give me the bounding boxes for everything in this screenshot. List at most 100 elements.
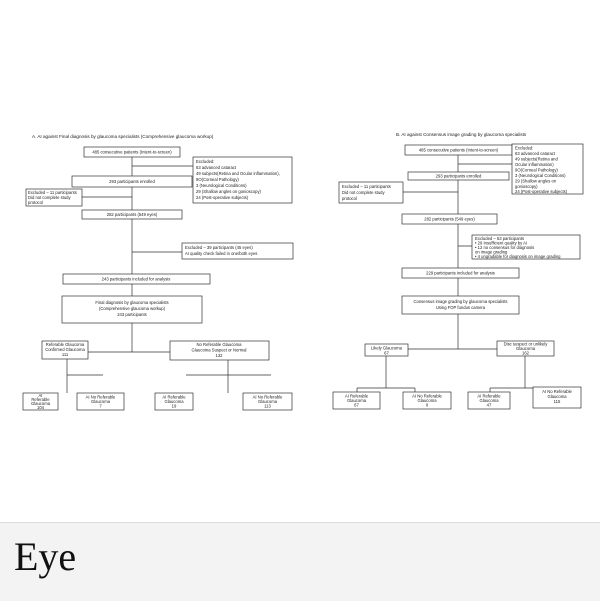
- panel-a-leaf-2-line: 7: [99, 404, 102, 409]
- panel-b-excluded-line: Excluded:: [515, 146, 533, 151]
- panel-a-excluded-protocol-box: [25, 188, 83, 207]
- panel-b-excluded-line: 49 subjects(Retina and: [515, 157, 559, 162]
- panel-b-excluded-line: 9O(Corneal Pathology): [515, 168, 558, 173]
- panel-a-leaf-1-line: Glaucoma: [31, 401, 51, 406]
- panel-a-excluded-line: 49 subjects(Retina and Ocular inflammati…: [196, 171, 280, 176]
- panel-a-non-referable-line: Glaucoma Suspect or Normal: [192, 348, 247, 353]
- panel-b-consensus-line: Using FOP fundus camera: [436, 305, 486, 310]
- panel-a-leaf-3-line: AI Referable: [162, 395, 186, 400]
- panel-a-non-referable-box: [169, 340, 270, 361]
- panel-b-excluded-grading-line: • 4 ungradable for diagnosis on image gr…: [475, 254, 561, 259]
- panel-b-excluded-protocol-line: protocol: [342, 196, 357, 201]
- panel-a-referable-box: [41, 340, 89, 360]
- panel-a-leaf-1-line: Referable: [31, 397, 50, 402]
- panel-a-excluded-box: [192, 156, 293, 204]
- panel-a-excluded-line: 29 (Shallow angles on gonioscopy): [196, 189, 262, 194]
- panel-a-leaf-4-line: Glaucoma: [258, 399, 278, 404]
- panel-a-analysis-text: 243 participants included for analysis: [102, 277, 171, 282]
- panel-a-excluded-ai-box: [181, 242, 294, 260]
- panel-a-leaf-3-line: Glaucoma: [164, 399, 184, 404]
- panel-b-leaf-3-line: AI Referable: [477, 394, 501, 399]
- flowchart-diagram: A. AI against Final diagnosis by glaucom…: [22, 132, 584, 411]
- panel-b-excluded-line: 29 (Shallow angles on: [515, 179, 557, 184]
- panel-b-leaf-4-line: AI No Referable: [542, 389, 572, 394]
- panel-a-final-dx-box: [61, 295, 203, 324]
- panel-b-leaf-3-line: Glaucoma: [479, 398, 499, 403]
- panel-a-leaf-2-line: AI No Referable: [86, 395, 116, 400]
- panel-a-excluded-protocol-line: protocol: [28, 200, 43, 205]
- panel-a-excluded-ai-line: AI quality check failed in one/both eyes: [185, 251, 257, 256]
- panel-b-unlikely-line: Glaucoma: [516, 346, 536, 351]
- panel-b-enrolled-text: 293 participants enrolled: [436, 174, 482, 179]
- panel-a-leaf-2-box: [76, 392, 125, 411]
- panel-b-leaf-2-line: 0: [426, 403, 429, 408]
- panel-a-leaf-1-line: 104: [37, 405, 45, 410]
- panel-a-participants-text: 282 participants (549 eyes): [107, 212, 158, 217]
- panel-a-enrolled-box: [71, 175, 193, 188]
- panel-b-excluded-grading-line: Excluded – 53 participants: [475, 236, 524, 241]
- panel-a-analysis-box: [62, 273, 211, 285]
- panel-a-excluded-line: 9O(Corneal Pathology): [196, 177, 239, 182]
- panel-b-excluded-line: Ocular inflammation): [515, 162, 554, 167]
- panel-b-excluded-protocol-line: Excluded – 11 participants: [342, 184, 391, 189]
- panel-b-excluded-line: 63 advanced cataract: [515, 151, 556, 156]
- panel-a-excluded-line: 3 (Neurological Conditions): [196, 183, 247, 188]
- panel-b-leaf-3-box: [467, 391, 511, 410]
- panel-a-connectors: [66, 157, 271, 393]
- panel-b-leaf-2-box: [402, 391, 452, 410]
- journal-name: Eye: [14, 534, 77, 579]
- panel-b-excluded-line: 24 (Post-operative subjects): [515, 189, 568, 194]
- panel-a: A. AI against Final diagnosis by glaucom…: [22, 134, 294, 411]
- panel-b-leaf-2-line: Glaucoma: [417, 398, 437, 403]
- panel-b-leaf-4-line: 115: [554, 399, 561, 404]
- panel-b-leaf-4-box: [532, 386, 582, 409]
- figure-area: A. AI against Final diagnosis by glaucom…: [22, 132, 584, 411]
- panel-a-leaf-1-line: AI: [39, 393, 43, 398]
- panel-b-connectors: [356, 155, 557, 392]
- panel-b-excluded-grading-line: • 29 Insufficient quality by AI: [475, 241, 527, 246]
- panel-b: B. AI against Consensus image grading by…: [332, 132, 584, 410]
- panel-b-consensus-box: [401, 295, 520, 315]
- journal-footer: Eye: [0, 522, 600, 601]
- panel-b-likely-line: 67: [384, 351, 389, 356]
- panel-b-unlikely-box: [496, 340, 555, 357]
- panel-b-leaf-3-line: 47: [487, 403, 492, 408]
- panel-b-title: B. AI against Consensus image grading by…: [396, 132, 527, 137]
- panel-a-participants-box: [81, 209, 183, 220]
- panel-b-leaf-4-line: Glaucoma: [547, 394, 567, 399]
- panel-a-excluded-line: 24 (Post-operative subjects): [196, 195, 249, 200]
- panel-a-referable-line: Confirmed Glaucoma: [45, 347, 85, 352]
- panel-b-excluded-grading-box: [471, 234, 581, 260]
- panel-a-referable-line: 111: [62, 352, 69, 357]
- panel-a-final-dx-line: (Comprehensive glaucoma workup): [99, 306, 166, 311]
- panel-b-leaf-2-line: AI No Referable: [412, 394, 442, 399]
- panel-a-excluded-protocol-line: Excluded – 11 participants: [28, 190, 77, 195]
- panel-b-excluded-line: 3 (Neurological Conditions): [515, 173, 566, 178]
- panel-a-start-box: [83, 146, 181, 158]
- panel-a-leaf-1-box: [22, 392, 59, 411]
- panel-a-leaf-3-box: [154, 392, 194, 411]
- panel-a-enrolled-text: 293 participants enrolled: [109, 179, 155, 184]
- panel-a-final-dx-line: Final diagnosis by glaucoma specialists: [95, 300, 168, 305]
- panel-a-excluded-line: 63 advanced cataract: [196, 165, 237, 170]
- panel-a-start-text: 485 consecutive patients (Intent-to-scre…: [92, 150, 172, 155]
- panel-b-leaf-1-box: [332, 391, 381, 410]
- panel-b-excluded-grading-line: on image grading: [475, 250, 508, 255]
- panel-a-non-referable-line: No Referable Glaucoma: [197, 342, 243, 347]
- panel-b-excluded-protocol-box: [338, 181, 404, 204]
- panel-b-start-text: 485 consecutive patients (Intent-to-scre…: [419, 148, 499, 153]
- panel-a-leaf-2-line: Glaucoma: [91, 399, 111, 404]
- panel-b-enrolled-box: [407, 171, 510, 181]
- panel-b-unlikely-line: 162: [522, 351, 530, 356]
- panel-b-participants-box: [401, 213, 498, 225]
- panel-b-likely-box: [364, 343, 409, 357]
- panel-a-excluded-protocol-line: Did not complete study: [28, 195, 72, 200]
- panel-b-analysis-box: [401, 267, 520, 279]
- panel-b-analysis-text: 229 participants included for analysis: [426, 271, 495, 276]
- panel-a-non-referable-line: 132: [216, 353, 224, 358]
- panel-b-excluded-grading-line: • 12 no consensus for diagnosis: [475, 245, 534, 250]
- panel-a-leaf-4-line: AI No Referable: [253, 395, 283, 400]
- panel-a-leaf-4-box: [242, 392, 293, 411]
- panel-a-leaf-4-line: 113: [264, 404, 271, 409]
- panel-b-leaf-1-line: AI Referable: [345, 394, 369, 399]
